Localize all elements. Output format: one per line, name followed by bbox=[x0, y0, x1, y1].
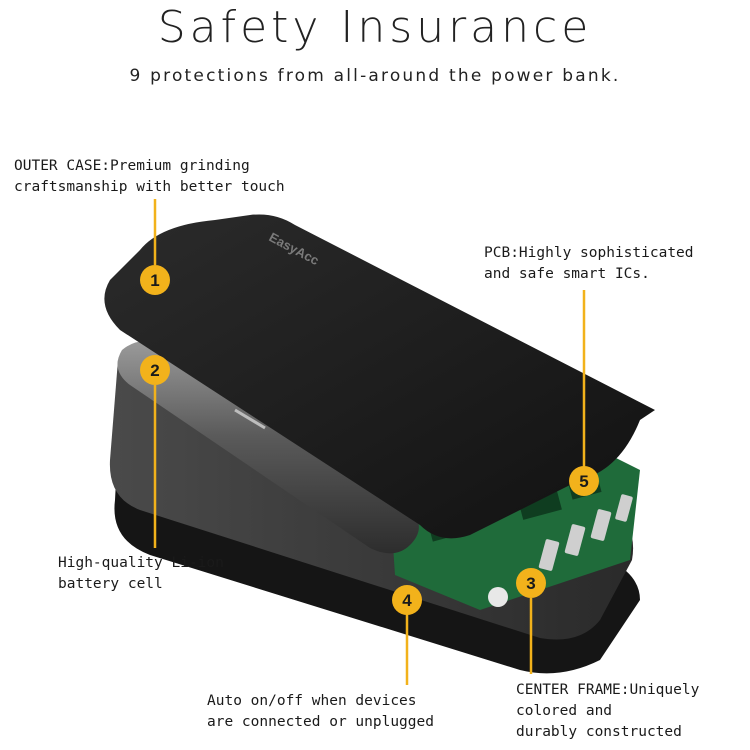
badge-4: 4 bbox=[392, 585, 422, 615]
page-subtitle: 9 protections from all-around the power … bbox=[129, 66, 621, 86]
badge-2: 2 bbox=[140, 355, 170, 385]
callout-auto-on-off: Auto on/off when devices are connected o… bbox=[207, 693, 434, 730]
battery-cell bbox=[117, 341, 419, 554]
outer-case bbox=[104, 214, 655, 539]
svg-text:3: 3 bbox=[526, 574, 535, 593]
svg-text:2: 2 bbox=[150, 361, 159, 380]
badge-5: 5 bbox=[569, 466, 599, 496]
badge-1: 1 bbox=[140, 265, 170, 295]
usb-ports bbox=[538, 494, 633, 571]
page-title: Safety Insurance bbox=[157, 2, 593, 53]
badge-3: 3 bbox=[516, 568, 546, 598]
callout-pcb: PCB:Highly sophisticated and safe smart … bbox=[484, 245, 694, 282]
svg-text:5: 5 bbox=[579, 472, 588, 491]
callout-center-frame: CENTER FRAME:Uniquely colored and durabl… bbox=[516, 682, 700, 740]
svg-text:4: 4 bbox=[402, 591, 412, 610]
flashlight bbox=[488, 587, 508, 607]
svg-text:1: 1 bbox=[150, 271, 159, 290]
leader-lines bbox=[153, 199, 586, 685]
callout-battery-cell: High-quality Li-ion battery cell bbox=[58, 555, 224, 592]
callout-outer-case: OUTER CASE:Premium grinding craftsmanshi… bbox=[14, 158, 285, 195]
